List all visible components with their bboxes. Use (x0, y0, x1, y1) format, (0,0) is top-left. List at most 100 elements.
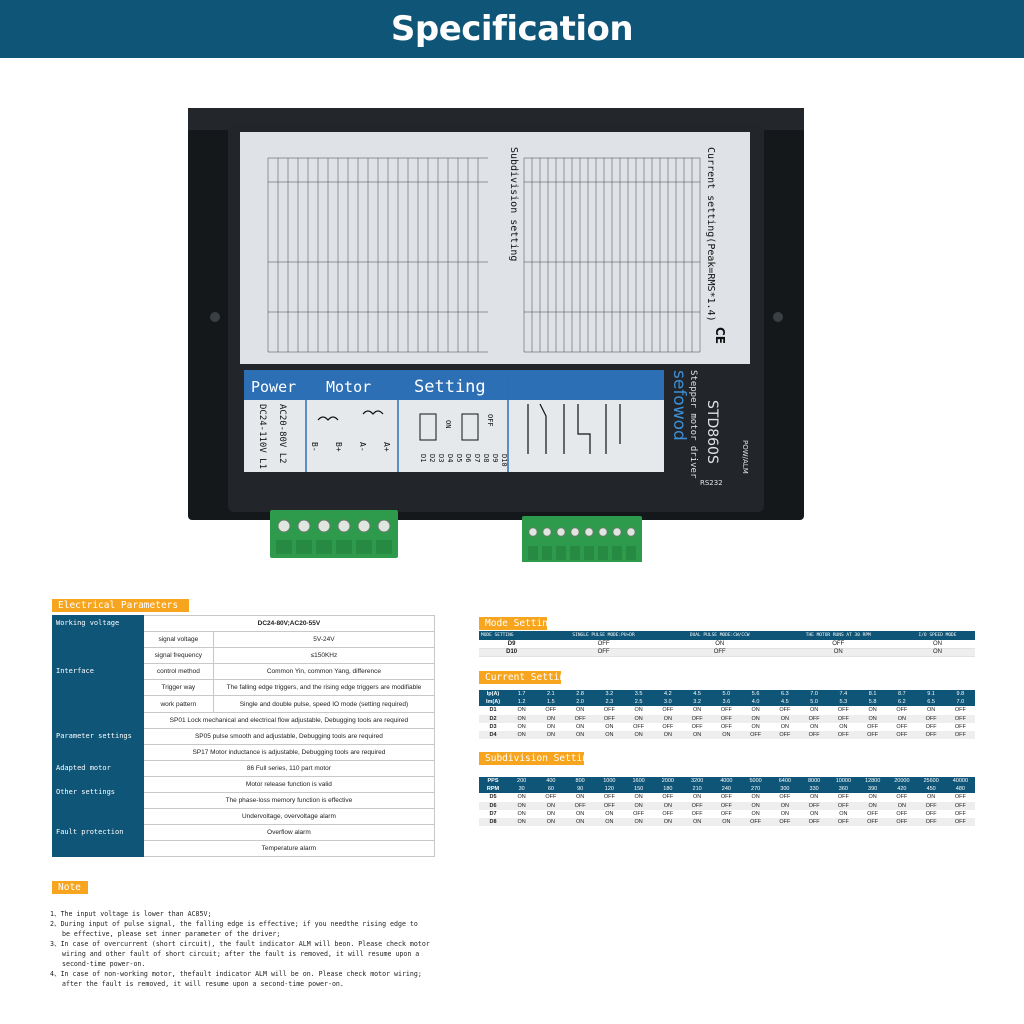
note-item: 4、In case of non-working motor, thefault… (50, 969, 460, 989)
cell-value: 8.7 (887, 690, 917, 699)
cell-value: OFF (633, 810, 645, 817)
dip-label: D3 (437, 454, 445, 462)
cell-value: OFF (720, 794, 732, 801)
cell-value: OFF (887, 730, 917, 740)
cell-value: OFF (662, 794, 674, 801)
cell-value: OFF (633, 723, 645, 730)
terminal-slot (356, 540, 372, 554)
note-item: 1、The input voltage is lower than AC85V; (50, 909, 460, 919)
cell-value: ON (517, 810, 526, 817)
cell-value: ON (565, 817, 595, 827)
page-title: Specification (390, 9, 634, 49)
cell-value: OFF (828, 730, 858, 740)
table-row: Interface signal voltage 5V-24V (52, 631, 436, 713)
cell-value: 450 (916, 785, 946, 794)
terminal-slot (584, 546, 594, 560)
cell-value: ON (682, 730, 712, 740)
mode-header: SINGLE PULSE MODE:PU+DR (544, 631, 663, 640)
row-label: D7 (489, 810, 497, 817)
terminal-slot (598, 546, 608, 560)
cell-value: ≤150KHz (212, 647, 436, 665)
cell-value: ON (693, 707, 702, 714)
cell-value: ON (536, 801, 566, 810)
cell-value: ON (605, 810, 614, 817)
cell-value: 60 (536, 785, 566, 794)
cell-value: 90 (565, 785, 595, 794)
cell-value: OFF (867, 810, 879, 817)
terminal-slot (556, 546, 566, 560)
terminal-screw (297, 519, 311, 533)
cell-value: ON (927, 707, 936, 714)
cell-value: 2.3 (594, 698, 624, 707)
sub-label: signal frequency (142, 647, 214, 665)
cell-value: OFF (828, 817, 858, 827)
cell-value: OFF (828, 801, 858, 810)
cell-value: 12800 (858, 777, 888, 786)
cell-value: OFF (896, 810, 908, 817)
cell-value: 3.2 (594, 690, 624, 699)
row-label: Fault protection (52, 808, 144, 858)
cell-value: OFF (896, 794, 908, 801)
table-row: Other settings Motor release function is… (52, 775, 436, 810)
cell-value: ON (653, 730, 683, 740)
terminal-slot (626, 546, 636, 560)
cell-value: Overflow alarm (142, 824, 436, 842)
terminal-slot (528, 546, 538, 560)
product-subtitle: Stepper motor driver (688, 370, 698, 479)
cell-value: OFF (954, 794, 966, 801)
terminal-header-bar (244, 370, 664, 400)
subdivision-tag: Subdivision Settings (479, 752, 599, 765)
row-label: Parameter settings (52, 711, 144, 761)
current-setting-title: Current setting(Peak=RMS*1.4) (705, 147, 716, 322)
cell-value: OFF (779, 707, 791, 714)
sub-label: signal voltage (142, 631, 214, 649)
terminal-slot (316, 540, 332, 554)
cell-value: 4000 (711, 777, 741, 786)
subdivision-setting-title: Subdivision setting (508, 147, 519, 261)
cell-value: Temperature alarm (142, 840, 436, 858)
cell-value: ON (682, 817, 712, 827)
cell-value: ON (887, 714, 917, 723)
cell-value: ON (780, 723, 789, 730)
cell-value: 25600 (916, 777, 946, 786)
dip-label: D2 (428, 454, 436, 462)
cell-value: ON (810, 810, 819, 817)
terminal-screw (626, 527, 636, 537)
cell-value: 330 (799, 785, 829, 794)
note-text-continued: after the fault is removed, it will resu… (62, 980, 344, 988)
note-item: 2、During input of pulse signal, the fall… (50, 919, 460, 939)
cell-value: OFF (770, 817, 800, 827)
cell-value: 2.5 (624, 698, 654, 707)
cell-value: OFF (779, 794, 791, 801)
terminal-screw (528, 527, 538, 537)
cell-value: 1.2 (507, 698, 537, 707)
table-row: D9 OFF ON OFF ON (479, 640, 975, 649)
cell-value: ON (927, 794, 936, 801)
cell-value: SP01 Lock mechanical and electrical flow… (142, 711, 436, 729)
row-label: D3 (489, 723, 497, 730)
cell-value: 420 (887, 785, 917, 794)
terminal-slot (612, 546, 622, 560)
cell-value: OFF (720, 707, 732, 714)
dip-off-label: OFF (486, 414, 494, 427)
cell-value: OFF (896, 707, 908, 714)
terminal-screw (357, 519, 371, 533)
cell-value: OFF (799, 730, 829, 740)
cell-value: 2.8 (565, 690, 595, 699)
cell-value: 8000 (799, 777, 829, 786)
rs232-label: RS232 (700, 479, 723, 487)
cell-value: ON (634, 794, 643, 801)
cell-value: 9.1 (916, 690, 946, 699)
cell-value: ON (887, 801, 917, 810)
table-row: Parameter settings SP01 Lock mechanical … (52, 711, 436, 761)
cell-value: ON (507, 817, 537, 827)
cell-value: 120 (594, 785, 624, 794)
cell-value: 86 Full series, 110 part motor (142, 759, 436, 777)
table-row: Fault protection Undervoltage, overvolta… (52, 808, 436, 858)
cell-value: OFF (662, 648, 777, 657)
